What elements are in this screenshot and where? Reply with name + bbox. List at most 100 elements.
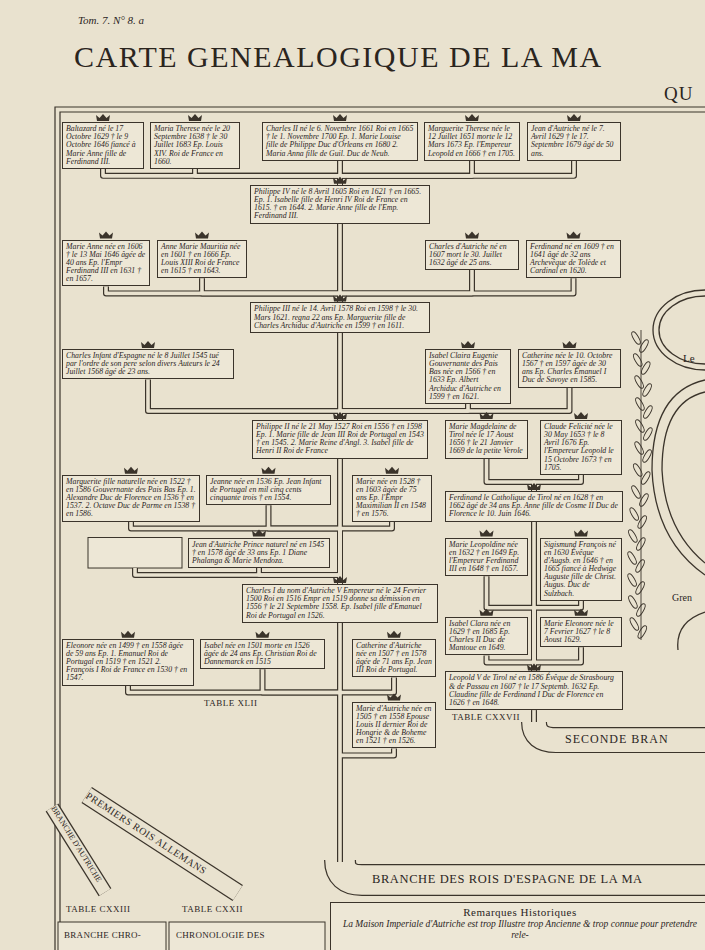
crown-icon xyxy=(333,412,347,419)
tree-connector-ground xyxy=(534,475,581,491)
crest-ornament xyxy=(678,612,705,650)
branch-name: BRANCHE DES ROIS D'ESPAGNE DE LA MA xyxy=(372,873,643,887)
box-text: Marie née en 1528 † en 1603 âgée de 75 a… xyxy=(356,478,428,519)
table-reference: TABLE CXXVII xyxy=(452,713,520,723)
crown-icon xyxy=(333,114,347,121)
box-text: Marguerite Therese née le 12 Juillet 165… xyxy=(428,125,516,158)
laurel-leaf xyxy=(641,383,653,398)
crown-icon xyxy=(124,467,138,474)
plate-number: Tom. 7. N° 8. a xyxy=(78,14,144,26)
person-box: Marie Leopoldine née en 1632 † en 1649 E… xyxy=(445,538,528,577)
laurel-leaf xyxy=(633,375,645,390)
person-box: Anne Marie Mauritia née en 1601 † en 166… xyxy=(157,240,247,279)
tree-connector-ground xyxy=(340,161,574,185)
crest-oval xyxy=(659,296,705,364)
person-box: Isabel née en 1501 morte en 1526 âgée de… xyxy=(200,639,325,670)
person-box: Charles I du nom d'Autriche V Empereur n… xyxy=(242,584,438,623)
table-reference: TABLE XLII xyxy=(204,699,258,709)
tree-connector-ground xyxy=(131,522,340,585)
laurel-leaf xyxy=(627,529,639,544)
person-box: Marie Magdelaine de Tirol née le 17 Aous… xyxy=(445,420,528,459)
tree-connector xyxy=(487,655,535,671)
laurel-stem xyxy=(641,330,642,640)
tree-connector-ground xyxy=(340,522,392,585)
laurel-leaf xyxy=(642,405,654,420)
crown-icon xyxy=(480,412,494,419)
box-text: Charles d'Autriche né en 1607 mort le 30… xyxy=(429,243,515,268)
laurel-leaf xyxy=(638,493,650,508)
tree-branch-ground xyxy=(532,710,536,724)
tree-branch xyxy=(135,568,340,575)
crown-icon xyxy=(480,609,494,616)
crown-icon xyxy=(480,530,494,537)
tree-branch xyxy=(531,710,537,724)
tree-branch-ground xyxy=(338,623,342,862)
laurel-leaf xyxy=(634,581,646,596)
crown-icon xyxy=(567,114,581,121)
tree-branch-ground xyxy=(340,677,394,692)
box-text: Jean d'Autriche né le 7. Avril 1629 † le… xyxy=(531,125,617,158)
tree-branch xyxy=(263,669,341,692)
laurel-leaf xyxy=(634,419,646,434)
box-text: Philippe II né le 21 May 1527 Roi en 155… xyxy=(256,423,424,456)
person-box: Leopold V de Tirol né en 1586 Évêque de … xyxy=(445,671,623,710)
laurel-leaf xyxy=(634,559,646,574)
crown-icon xyxy=(262,467,276,474)
crown-icon xyxy=(574,530,588,537)
tree-connector-ground xyxy=(103,169,340,185)
box-text: Philippe IV né le 8 Avril 1605 Roi en 16… xyxy=(254,188,426,221)
person-box: Sigismund François né en 1630 Évêque d'A… xyxy=(540,538,622,601)
person-box: Jean d'Autriche né le 7. Avril 1629 † le… xyxy=(527,122,621,161)
crown-icon xyxy=(333,576,347,583)
box-text: Catherine d'Autriche née en 1507 † en 15… xyxy=(356,642,432,675)
crown-icon xyxy=(121,631,135,638)
person-box: Charles Infant d'Espagne né le 8 Juillet… xyxy=(62,349,234,380)
laurel-leaf xyxy=(630,331,642,346)
tree-branch-ground xyxy=(340,748,394,755)
person-box: Catherine née le 10. Octobre 1567 † en 1… xyxy=(518,349,621,388)
box-text: Marie Anne née en 1606 † le 13 Mai 1646 … xyxy=(66,243,146,284)
tree-connector-ground xyxy=(487,655,535,671)
person-box: Claude Felicité née le 30 May 1653 † le … xyxy=(540,420,622,475)
laurel-leaf xyxy=(642,427,654,442)
tree-connector-ground xyxy=(340,270,472,302)
laurel-leaf xyxy=(636,515,648,530)
box-text: Marie d'Autriche née en 1505 † en 1558 E… xyxy=(356,705,432,746)
tree-connector xyxy=(340,278,574,302)
remarks-box: Remarques HistoriquesLa Maison Imperiale… xyxy=(330,902,705,950)
tree-connector xyxy=(340,161,574,185)
box-text: Jeanne née en 1536 Ep. Jean Infant de Po… xyxy=(210,478,327,503)
table-reference: TABLE CXXII xyxy=(182,905,243,915)
crown-icon xyxy=(465,232,479,239)
crest-text: Le xyxy=(683,352,695,364)
box-text: Leopold V de Tirol né en 1586 Évêque de … xyxy=(449,674,619,707)
frame-line xyxy=(55,107,705,950)
table-title: CHRONOLOGIE DES xyxy=(176,931,265,941)
crown-icon xyxy=(574,412,588,419)
person-box: Marie née en 1528 † en 1603 âgée de 75 a… xyxy=(352,475,432,522)
table-title: BRANCHE CHRO- xyxy=(64,931,141,941)
laurel-leaf xyxy=(637,625,649,640)
person-box: Maria Therese née le 20 Septembre 1638 †… xyxy=(150,122,240,169)
coat-of-arms xyxy=(652,290,705,650)
tree-connector xyxy=(195,169,340,185)
empty-box xyxy=(88,538,182,569)
remarks-body: La Maison Imperiale d'Autriche est trop … xyxy=(337,919,703,941)
person-box: Philippe II né le 21 May 1527 Roi en 155… xyxy=(252,420,428,459)
person-box: Philippe IV né le 8 Avril 1605 Roi en 16… xyxy=(250,185,430,224)
box-text: Claude Felicité née le 30 May 1653 † le … xyxy=(544,423,618,472)
laurel-leaf xyxy=(633,441,645,456)
crest-shield xyxy=(652,380,705,575)
tree-connector xyxy=(340,161,472,185)
box-text: Eleonore née en 1499 † en 1558 âgée de 5… xyxy=(66,642,190,683)
person-box: Marguerite fille naturelle née en 1522 †… xyxy=(62,475,200,522)
crown-icon xyxy=(563,341,577,348)
box-text: Charles II né le 6. Novembre 1661 Roi en… xyxy=(266,125,414,158)
box-text: Philippe III né le 14. Avril 1578 Roi en… xyxy=(254,305,426,330)
table-reference: TABLE CXXIII xyxy=(66,905,131,915)
table-cartouche xyxy=(169,922,325,950)
box-text: Baltazard né le 17 Octobre 1629 † le 9 O… xyxy=(66,125,140,166)
title-fragment: QU xyxy=(664,84,693,105)
crown-icon xyxy=(461,341,475,348)
person-box: Eleonore née en 1499 † en 1558 âgée de 5… xyxy=(62,639,194,686)
